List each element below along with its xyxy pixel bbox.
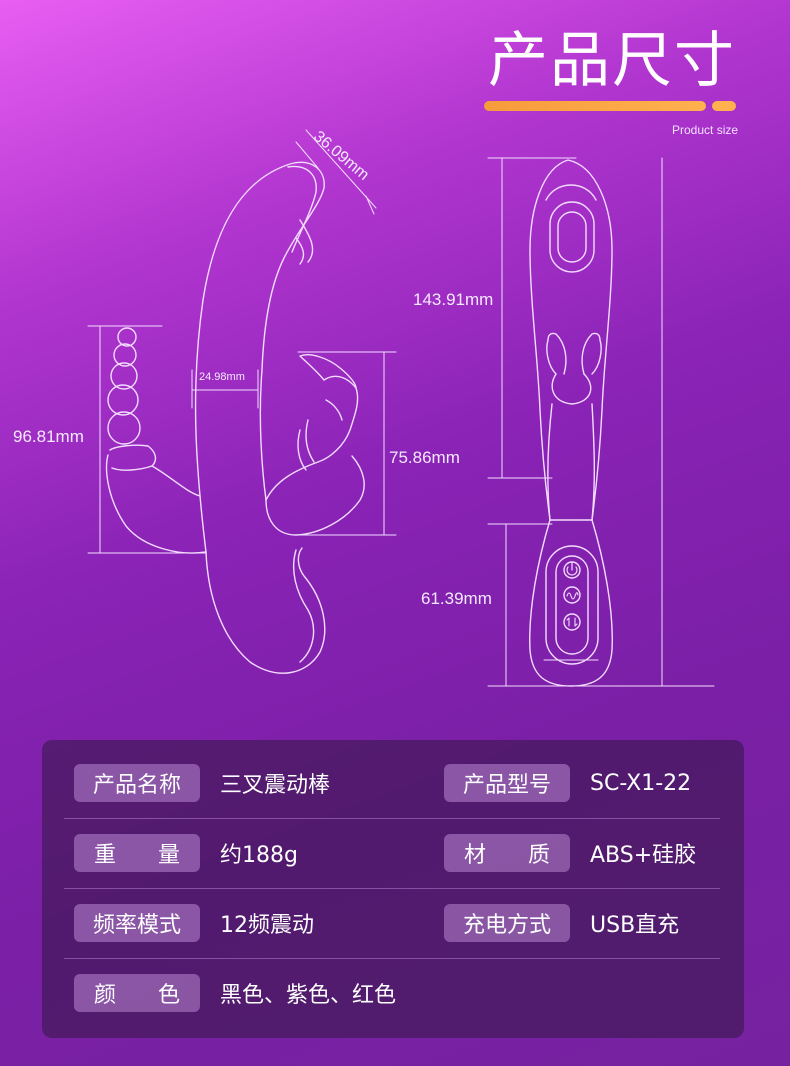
intensity-arrows-icon xyxy=(563,613,581,631)
spec-value-frequency: 12频震动 xyxy=(220,913,314,938)
spec-label-material: 材 质 xyxy=(444,834,570,872)
spec-label-model: 产品型号 xyxy=(444,764,570,802)
control-buttons xyxy=(563,561,581,631)
front-view-outline xyxy=(487,157,715,687)
dim-clit-arm-length: 75.86mm xyxy=(389,448,460,467)
spec-label-color: 颜 色 xyxy=(74,974,200,1012)
spec-value-charging: USB直充 xyxy=(590,913,680,938)
spec-label-weight-char-2: 量 xyxy=(157,843,180,868)
page-title: 产品尺寸 xyxy=(488,26,736,96)
spec-value-weight: 约188g xyxy=(220,843,298,868)
spec-label-weight-char-1: 重 xyxy=(94,843,117,868)
dim-handle-length: 61.39mm xyxy=(421,589,492,608)
spec-value-material: ABS+硅胶 xyxy=(590,843,697,868)
spec-label-weight: 重 量 xyxy=(74,834,200,872)
spec-value-product-name: 三叉震动棒 xyxy=(220,773,331,798)
spec-label-material-char-2: 质 xyxy=(527,843,550,868)
spec-row-weight: 重 量 约188g 材 质 ABS+硅胶 xyxy=(64,818,720,889)
title-underline xyxy=(484,101,706,111)
spec-row-name: 产品名称 三叉震动棒 产品型号 SC-X1-22 xyxy=(64,748,720,819)
spec-label-color-char-2: 色 xyxy=(157,983,180,1008)
spec-value-model: SC-X1-22 xyxy=(590,770,692,796)
spec-label-material-char-1: 材 xyxy=(464,843,487,868)
spec-row-frequency: 频率模式 12频震动 充电方式 USB直充 xyxy=(64,888,720,959)
spec-label-product-name: 产品名称 xyxy=(74,764,200,802)
product-line-drawing xyxy=(87,129,715,687)
spec-label-color-char-1: 颜 xyxy=(94,983,117,1008)
dim-beads-length: 96.81mm xyxy=(13,427,84,446)
spec-row-color: 颜 色 黑色、紫色、红色 xyxy=(64,958,720,1028)
page-subtitle: Product size xyxy=(672,123,739,137)
dim-neck-width: 24.98mm xyxy=(199,371,245,383)
power-icon xyxy=(563,561,581,579)
spec-table: 产品名称 三叉震动棒 产品型号 SC-X1-22 重 量 约188g 材 质 xyxy=(42,740,744,1038)
side-view-outline xyxy=(87,129,397,674)
spec-label-frequency: 频率模式 xyxy=(74,904,200,942)
spec-value-color: 黑色、紫色、红色 xyxy=(220,983,397,1008)
spec-label-charging: 充电方式 xyxy=(444,904,570,942)
wave-mode-icon xyxy=(563,586,581,604)
dim-insertable-length: 143.91mm xyxy=(413,290,494,309)
title-underline-dot xyxy=(712,101,736,111)
